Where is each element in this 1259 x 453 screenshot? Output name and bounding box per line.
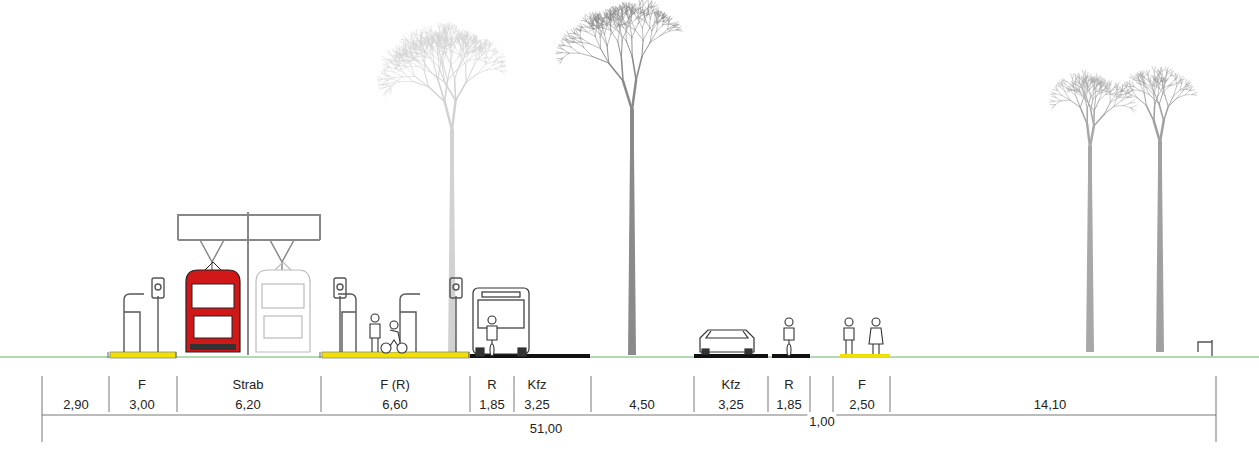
lane-label: Strab [232, 377, 263, 392]
dimension-label: 1,85 [776, 397, 801, 412]
road [694, 354, 768, 358]
dimension-lines [42, 376, 1216, 442]
lane-label: Kfz [722, 377, 741, 392]
dimension-label: 4,50 [629, 397, 654, 412]
dimension-label: 2,50 [849, 397, 874, 412]
lane-label: R [784, 377, 793, 392]
dimension-label: 3,25 [718, 397, 743, 412]
kerbs [108, 352, 469, 358]
dimension-label: 6,60 [382, 397, 407, 412]
shelters [124, 278, 1212, 356]
ground-line [0, 356, 1259, 358]
catenary [178, 212, 320, 355]
trees [377, 0, 1197, 355]
sidewalk [840, 354, 890, 357]
dimension-label: 6,20 [235, 397, 260, 412]
lane-label: R [487, 377, 496, 392]
road [470, 354, 590, 358]
platform [110, 352, 176, 358]
dimension-label: 14,10 [1034, 397, 1067, 412]
people [370, 314, 883, 356]
platform [322, 352, 469, 358]
tram [256, 262, 310, 352]
car [700, 330, 754, 354]
dimension-label: 1,85 [479, 397, 504, 412]
dimension-label: 3,25 [524, 397, 549, 412]
bus [473, 288, 529, 356]
lane-label: Kfz [528, 377, 547, 392]
dimension-label: 1,00 [807, 414, 836, 429]
tram [186, 262, 240, 352]
dimension-label: 2,90 [63, 397, 88, 412]
lane-label: F [138, 377, 146, 392]
dimension-label: 51,00 [528, 421, 565, 436]
lane-label: F (R) [380, 377, 410, 392]
lane-label: F [858, 377, 866, 392]
dimension-label: 3,00 [129, 397, 154, 412]
